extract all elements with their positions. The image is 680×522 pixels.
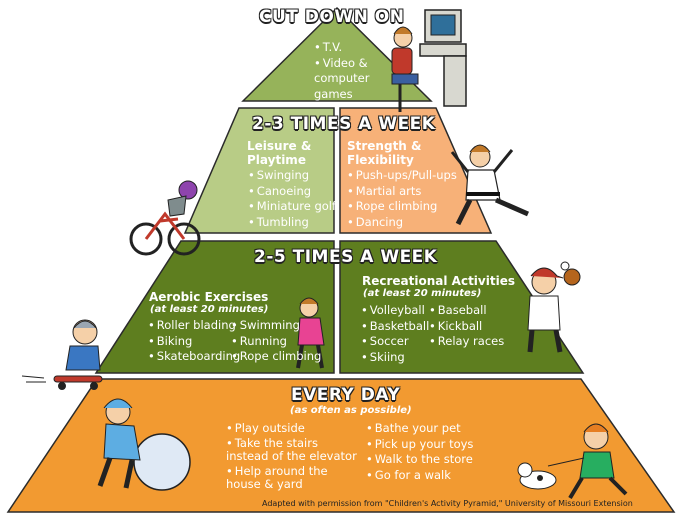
recreational-heading: Recreational Activities bbox=[362, 274, 515, 288]
list-item: Dancing bbox=[347, 215, 457, 231]
list-item: Help around the house & yard bbox=[226, 464, 361, 491]
list-item: Take the stairs instead of the elevator bbox=[226, 436, 361, 463]
list-item: Swinging bbox=[248, 168, 336, 184]
list-item: Video & computer games bbox=[314, 56, 376, 103]
two-five-title: 2-5 TIMES A WEEK bbox=[254, 247, 438, 267]
karate-kid-icon bbox=[450, 144, 530, 226]
two-three-title: 2-3 TIMES A WEEK bbox=[252, 114, 436, 134]
snowball-kid-icon bbox=[97, 398, 191, 491]
leisure-heading: Leisure & Playtime bbox=[247, 139, 312, 167]
list-item: Relay races bbox=[429, 334, 504, 350]
list-item: T.V. bbox=[314, 40, 376, 56]
list-item: Go for a walk bbox=[366, 468, 473, 484]
recreational-note: (at least 20 minutes) bbox=[363, 288, 482, 299]
list-item: Roller blading bbox=[148, 318, 240, 334]
list-item: Kickball bbox=[429, 319, 504, 335]
list-item: Running bbox=[231, 334, 321, 350]
list-item: Skiing bbox=[361, 350, 429, 366]
strength-heading: Strength & Flexibility bbox=[347, 139, 422, 167]
every-day-note: (as often as possible) bbox=[290, 405, 412, 416]
list-item: Play outside bbox=[226, 421, 361, 437]
cut-down-list: T.V. Video & computer games bbox=[314, 40, 376, 102]
strength-list: Push-ups/Pull-ups Martial arts Rope clim… bbox=[347, 168, 457, 230]
bike-rider-icon bbox=[129, 180, 201, 256]
every-day-list-2: Bathe your pet Pick up your toys Walk to… bbox=[366, 421, 474, 484]
list-item: Baseball bbox=[429, 303, 504, 319]
list-item: Soccer bbox=[361, 334, 429, 350]
dog-walker-icon bbox=[517, 423, 628, 500]
list-item: Martial arts bbox=[347, 184, 457, 200]
credit-text: Adapted with permission from "Children's… bbox=[262, 499, 633, 508]
cut-down-title: CUT DOWN ON bbox=[259, 7, 405, 27]
list-item: Rope climbing bbox=[347, 199, 457, 215]
skateboard-kid-icon bbox=[21, 319, 103, 390]
list-item: Bathe your pet bbox=[366, 421, 473, 437]
list-item: Biking bbox=[148, 334, 240, 350]
list-item: Push-ups/Pull-ups bbox=[347, 168, 457, 184]
list-item: Canoeing bbox=[248, 184, 336, 200]
recreational-list-1: Volleyball Basketball Soccer Skiing bbox=[361, 303, 430, 366]
list-item: Rope climbing bbox=[231, 349, 322, 365]
list-item: Pick up your toys bbox=[366, 437, 474, 453]
list-item: Walk to the store bbox=[366, 452, 473, 468]
leisure-list: Swinging Canoeing Miniature golf Tumblin… bbox=[248, 168, 336, 230]
list-item: Volleyball bbox=[361, 303, 429, 319]
list-item: Tumbling bbox=[248, 215, 336, 231]
aerobic-list-2: Swimming Running Rope climbing bbox=[231, 318, 322, 365]
aerobic-list-1: Roller blading Biking Skateboarding bbox=[148, 318, 240, 365]
every-day-title: EVERY DAY bbox=[291, 385, 401, 405]
list-item: Basketball bbox=[361, 319, 430, 335]
baseball-kid-icon bbox=[527, 261, 581, 353]
aerobic-note: (at least 20 minutes) bbox=[150, 304, 269, 315]
list-item: Skateboarding bbox=[148, 349, 240, 365]
recreational-list-2: Baseball Kickball Relay races bbox=[429, 303, 504, 350]
aerobic-heading: Aerobic Exercises bbox=[149, 290, 269, 304]
list-item: Swimming bbox=[231, 318, 321, 334]
list-item: Miniature golf bbox=[248, 199, 336, 215]
every-day-list-1: Play outside Take the stairs instead of … bbox=[226, 421, 361, 491]
computer-kid-icon bbox=[391, 9, 467, 112]
